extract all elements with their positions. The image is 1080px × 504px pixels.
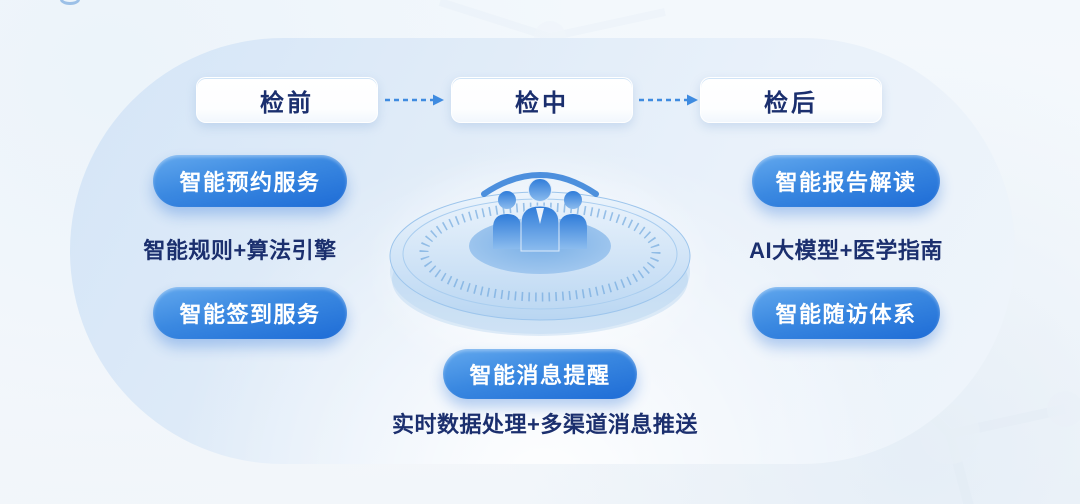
tick-ring [419,202,661,302]
stage-label: 检前 [260,89,314,117]
stage-box-post-exam: 检后 [700,77,882,123]
dashed-arrow-icon [385,94,444,106]
person-right-icon [559,191,587,249]
person-center-icon [520,178,560,252]
dashed-arrow-icon [639,94,698,106]
pill-smart-followup: 智能随访体系 [752,287,940,339]
pill-label: 智能预约服务 [179,170,321,195]
center-platform [368,150,712,365]
note-left: 智能规则+算法引擎 [143,238,337,263]
pill-smart-checkin: 智能签到服务 [153,287,347,339]
pill-smart-report-reading: 智能报告解读 [752,155,940,207]
pill-label: 智能签到服务 [179,302,321,327]
pill-label: 智能消息提醒 [469,363,611,388]
ring-decoration-icon [60,0,80,5]
pill-smart-appointment: 智能预约服务 [153,155,347,207]
stage-box-pre-exam: 检前 [196,77,378,123]
note-right: AI大模型+医学指南 [749,238,943,263]
stage-box-during-exam: 检中 [451,77,633,123]
pill-label: 智能随访体系 [775,302,917,327]
halo-arc-icon [481,172,599,197]
person-left-icon [493,191,521,249]
stage-label: 检后 [764,89,818,117]
pill-label: 智能报告解读 [775,170,917,195]
stage-label: 检中 [515,89,569,117]
pill-smart-message-reminder: 智能消息提醒 [443,349,637,399]
tie-icon [536,208,544,224]
people-group-platform-icon [389,172,691,336]
note-bottom: 实时数据处理+多渠道消息推送 [392,412,698,437]
